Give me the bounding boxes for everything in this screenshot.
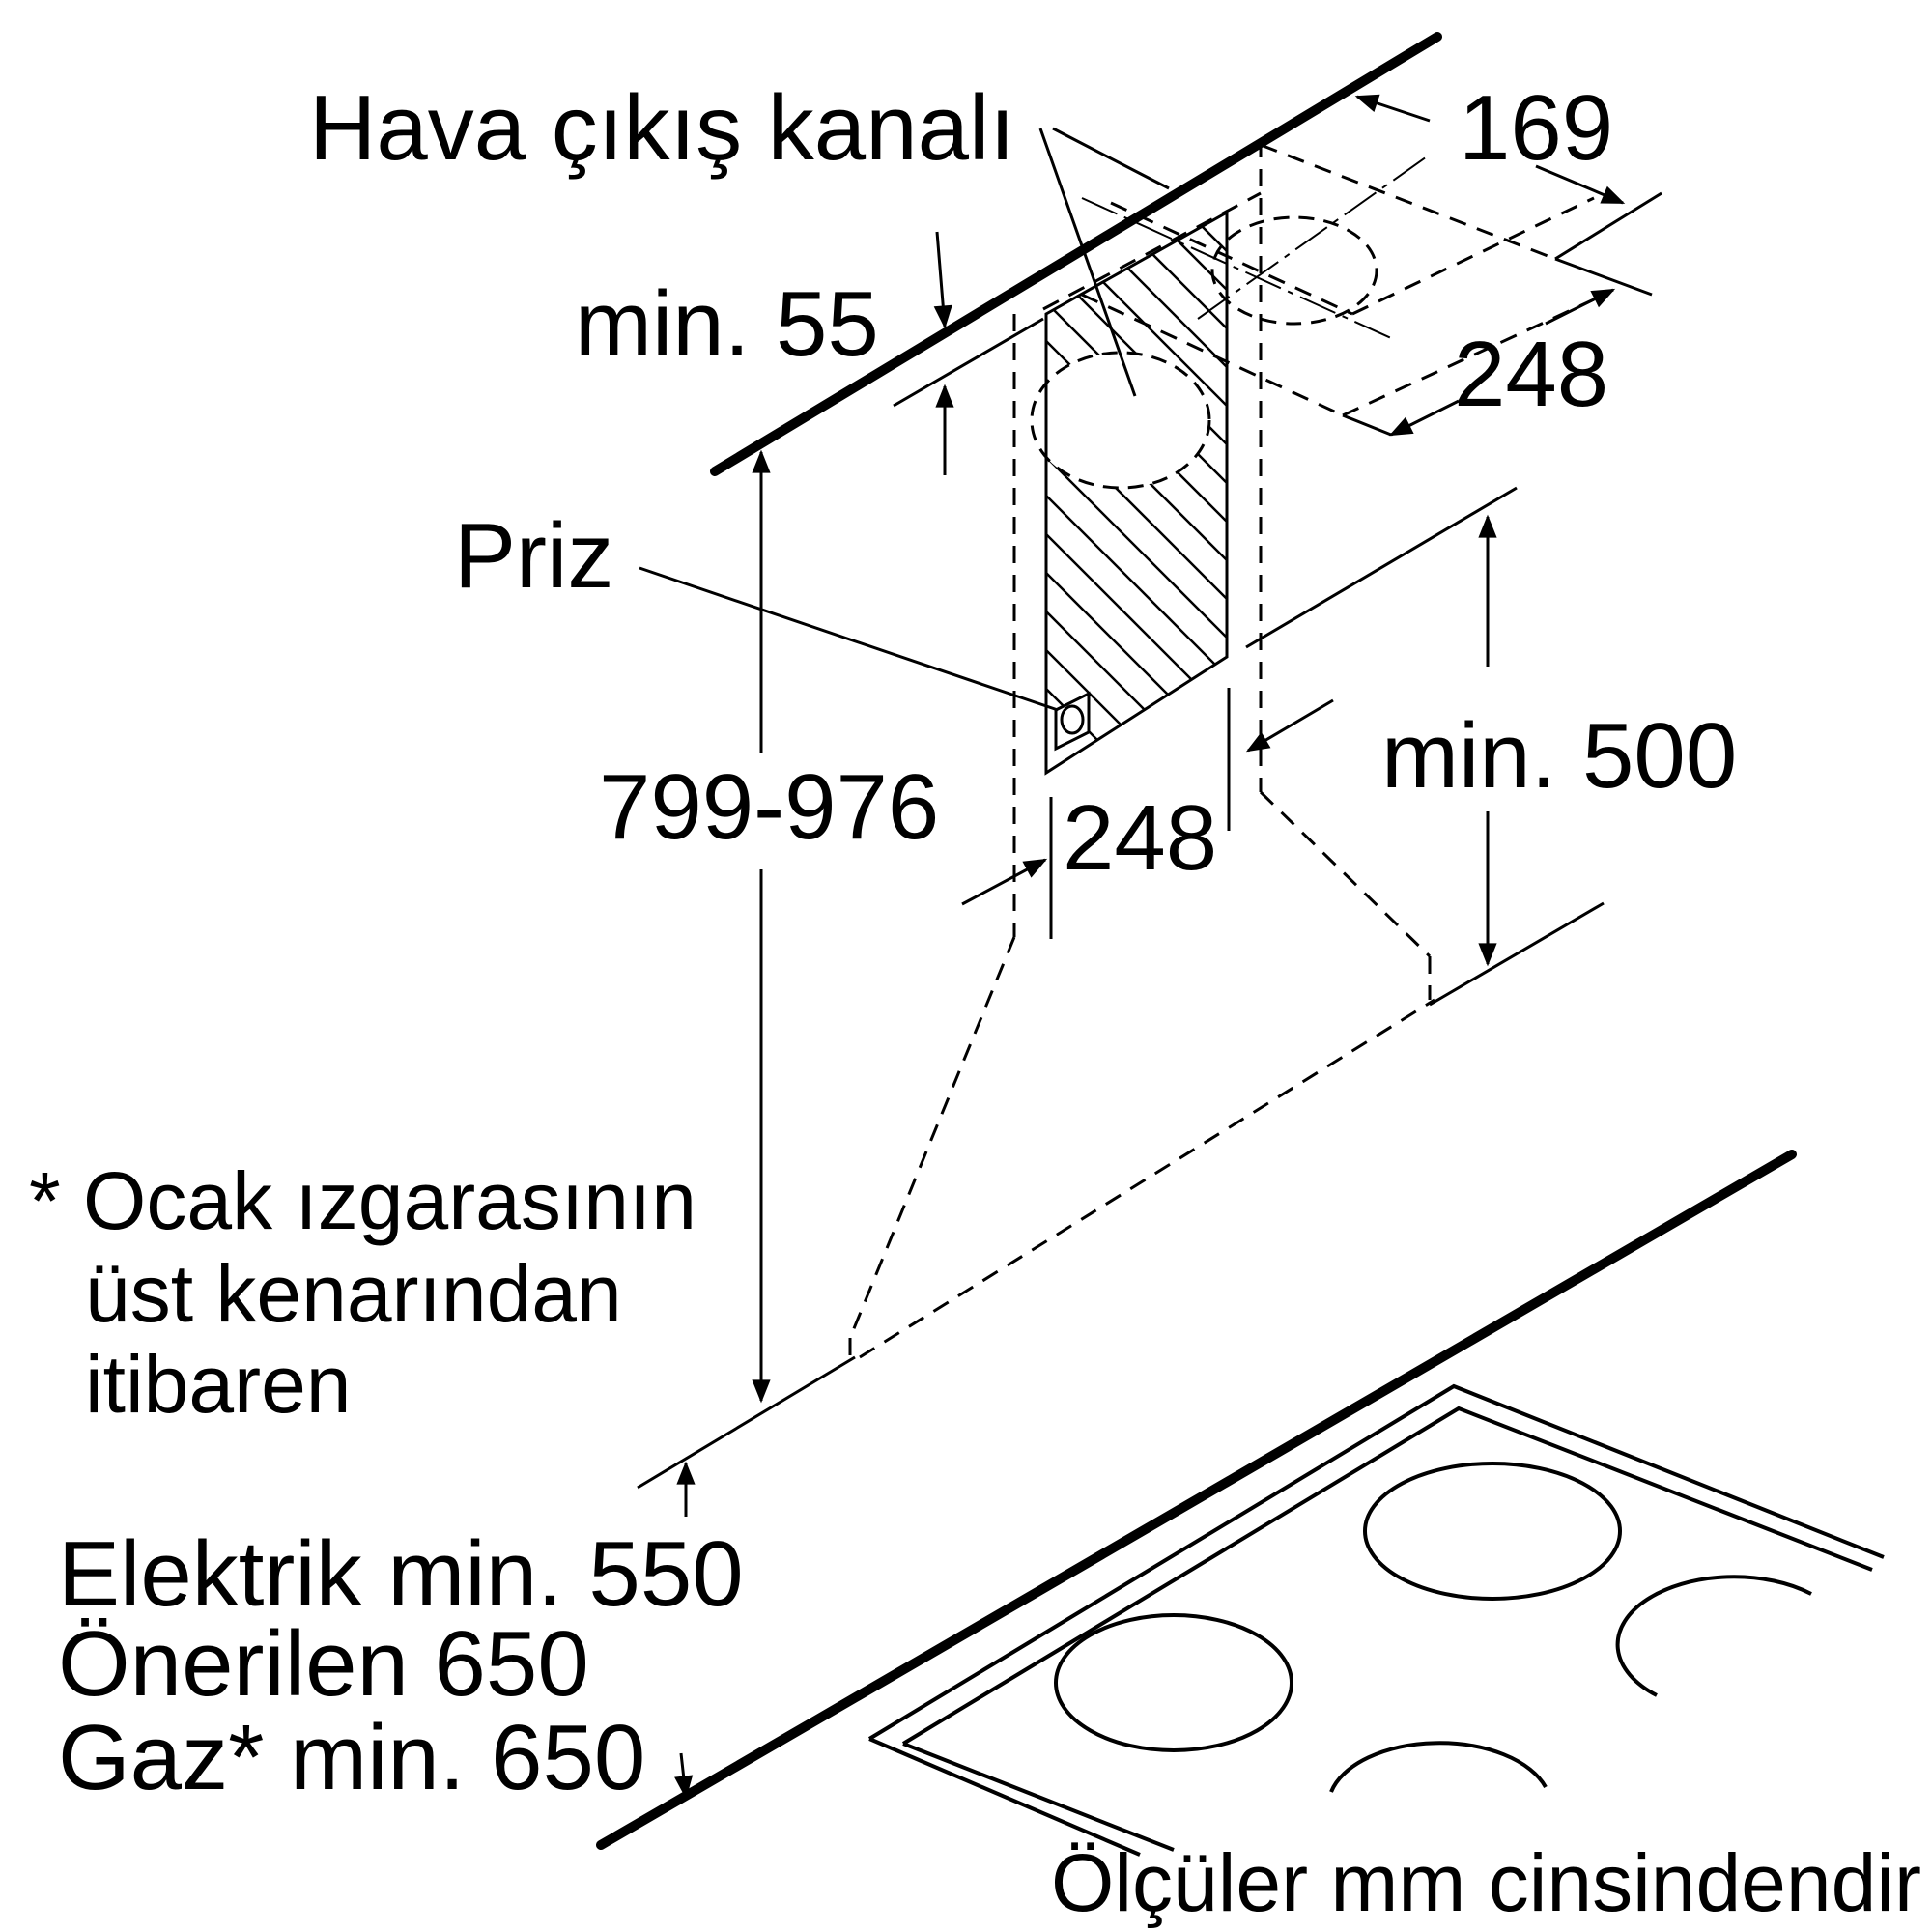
hood-outline xyxy=(848,140,1435,1360)
note-line-1: * Ocak ızgarasının xyxy=(29,1155,696,1246)
note-line-3: itibaren xyxy=(85,1339,352,1430)
gas-clearance-label: Gaz* min. 650 xyxy=(58,1706,645,1809)
dim-min500 xyxy=(1245,486,1605,1007)
dim-248-top xyxy=(1342,257,1653,437)
hob xyxy=(867,1383,1885,1857)
dim-799-976-label: 799-976 xyxy=(599,755,939,859)
worktop-line xyxy=(596,1150,1797,1850)
socket-icon xyxy=(1054,691,1091,752)
socket-leader xyxy=(639,566,1059,712)
duct-centerlines xyxy=(1081,154,1431,339)
units-label: Ölçüler mm cinsindendir xyxy=(1051,1837,1921,1928)
air-outlet-leader xyxy=(1038,128,1137,397)
duct-outline xyxy=(1042,140,1595,417)
dim-min500-label: min. 500 xyxy=(1381,704,1737,808)
dim-248-mid-label: 248 xyxy=(1063,786,1217,890)
socket-label: Priz xyxy=(454,504,613,608)
air-outlet-leader-2 xyxy=(1052,127,1170,190)
recommended-clearance-label: Önerilen 650 xyxy=(58,1612,589,1716)
dim-248-mid xyxy=(961,688,1334,939)
dim-clearance xyxy=(674,1461,696,1800)
ceiling-line xyxy=(710,32,1442,476)
dim-169 xyxy=(1354,94,1662,261)
electric-clearance-label: Elektrik min. 550 xyxy=(58,1522,744,1626)
air-outlet-label: Hava çıkış kanalı xyxy=(309,76,1015,180)
dim-min55-label: min. 55 xyxy=(575,272,879,376)
dim-169-label: 169 xyxy=(1459,76,1613,180)
note-line-2: üst kenarından xyxy=(85,1248,622,1339)
dim-248-top-label: 248 xyxy=(1454,323,1608,426)
dim-min55 xyxy=(893,231,1044,475)
hob-reference-line xyxy=(637,1355,856,1490)
